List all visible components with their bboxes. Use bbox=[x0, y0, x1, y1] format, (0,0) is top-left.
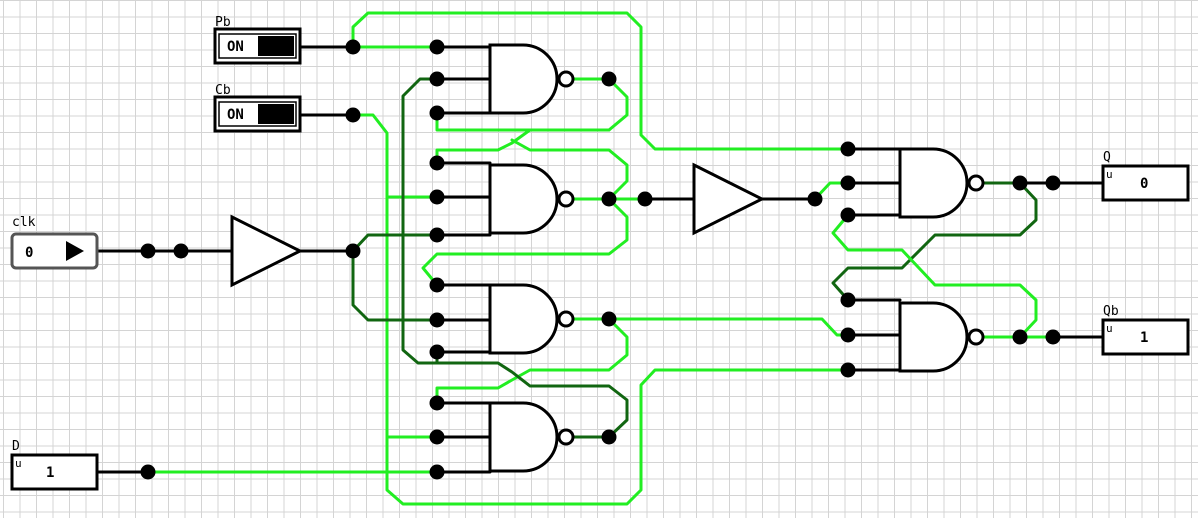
junction-dot bbox=[1012, 175, 1028, 191]
wire-g4-feedback bbox=[435, 350, 629, 439]
qb-unit: u bbox=[1106, 322, 1113, 335]
wire-g2-to-g3 bbox=[421, 197, 629, 287]
junction-dot bbox=[173, 243, 189, 259]
q-label: Q bbox=[1103, 150, 1111, 165]
clock-play-icon bbox=[66, 241, 84, 261]
junction-dot bbox=[429, 155, 445, 171]
junction-dot bbox=[429, 105, 445, 121]
junction-dot bbox=[1012, 329, 1028, 345]
qb-output: Qb u 1 bbox=[1101, 304, 1190, 356]
wire-clk-to-gate2 bbox=[351, 233, 439, 253]
wire-g4-to-g1 bbox=[401, 77, 439, 365]
junction-dot bbox=[840, 207, 856, 223]
junction-dot bbox=[140, 243, 156, 259]
pb-label: Pb bbox=[215, 15, 231, 30]
junction-dot bbox=[140, 464, 156, 480]
d-input[interactable]: D u 1 bbox=[10, 439, 99, 491]
buffer-2[interactable] bbox=[692, 162, 766, 236]
junction-dot bbox=[429, 189, 445, 205]
junction-dot bbox=[601, 311, 617, 327]
nand-gate-2[interactable] bbox=[488, 163, 575, 235]
gate3-input-stubs bbox=[435, 283, 492, 354]
pb-switch-knob bbox=[258, 36, 294, 56]
nand-gate-qb[interactable] bbox=[898, 301, 985, 373]
junction-dots bbox=[140, 39, 1061, 480]
junction-dot bbox=[429, 39, 445, 55]
clock-input[interactable]: clk 0 bbox=[10, 215, 99, 270]
junction-dot bbox=[429, 429, 445, 445]
cb-switch[interactable]: Cb ON bbox=[213, 83, 302, 133]
junction-dot bbox=[429, 464, 445, 480]
q-unit: u bbox=[1106, 168, 1113, 181]
junction-dot bbox=[345, 39, 361, 55]
junction-dot bbox=[601, 191, 617, 207]
junction-dot bbox=[429, 395, 445, 411]
junction-dot bbox=[840, 175, 856, 191]
wire-cb-to-gate-qb bbox=[351, 113, 850, 506]
junction-dot bbox=[840, 292, 856, 308]
nand-gate-4[interactable] bbox=[488, 401, 575, 473]
gate-qb-input-stubs bbox=[846, 298, 902, 372]
junction-dot bbox=[429, 344, 445, 360]
junction-dot bbox=[429, 71, 445, 87]
junction-dot bbox=[840, 362, 856, 378]
pb-switch[interactable]: Pb ON bbox=[213, 15, 302, 65]
wire-g2-up bbox=[510, 138, 629, 201]
d-value: 1 bbox=[46, 465, 54, 481]
gate1-input-stubs bbox=[435, 45, 492, 115]
junction-dot bbox=[345, 107, 361, 123]
clk-value: 0 bbox=[25, 245, 33, 261]
gate-q-input-stubs bbox=[846, 147, 902, 217]
wire-q-to-gate-qb bbox=[831, 181, 1038, 302]
junction-dot bbox=[601, 429, 617, 445]
junction-dot bbox=[807, 191, 823, 207]
junction-dot bbox=[601, 71, 617, 87]
nand-gate-q[interactable] bbox=[898, 147, 985, 219]
junction-dot bbox=[429, 227, 445, 243]
gate4-input-stubs bbox=[435, 401, 492, 474]
junction-dot bbox=[840, 327, 856, 343]
gate2-input-stubs bbox=[435, 161, 492, 237]
cb-state: ON bbox=[227, 107, 244, 123]
cb-label: Cb bbox=[215, 83, 231, 98]
junction-dot bbox=[1045, 329, 1061, 345]
wire-g1-to-g2 bbox=[435, 128, 611, 165]
junction-dot bbox=[429, 277, 445, 293]
qb-value: 1 bbox=[1140, 330, 1148, 346]
wire-pb-to-gate-q bbox=[351, 11, 850, 151]
junction-dot bbox=[345, 243, 361, 259]
buffer-clk[interactable] bbox=[230, 214, 304, 288]
nand-gate-1[interactable] bbox=[488, 43, 575, 115]
nand-gate-3[interactable] bbox=[488, 283, 575, 355]
q-output: Q u 0 bbox=[1101, 150, 1190, 202]
clk-label: clk bbox=[12, 215, 36, 230]
junction-dot bbox=[637, 191, 653, 207]
wire-qb-to-gate-q bbox=[831, 213, 1038, 339]
junction-dot bbox=[1045, 175, 1061, 191]
wire-clk-to-gate3 bbox=[351, 249, 439, 322]
qb-label: Qb bbox=[1103, 304, 1119, 319]
wires bbox=[95, 11, 1105, 506]
d-unit: u bbox=[15, 457, 22, 470]
wire-g3-to-g4 bbox=[435, 317, 629, 405]
wire-g3-to-gate-qb bbox=[607, 317, 850, 337]
cb-switch-knob bbox=[258, 104, 294, 124]
buffers bbox=[230, 162, 766, 288]
nand-gates bbox=[488, 43, 985, 473]
q-value: 0 bbox=[1140, 176, 1148, 192]
junction-dot bbox=[840, 141, 856, 157]
pb-state: ON bbox=[227, 39, 244, 55]
junction-dot bbox=[429, 312, 445, 328]
d-label: D bbox=[12, 439, 20, 454]
